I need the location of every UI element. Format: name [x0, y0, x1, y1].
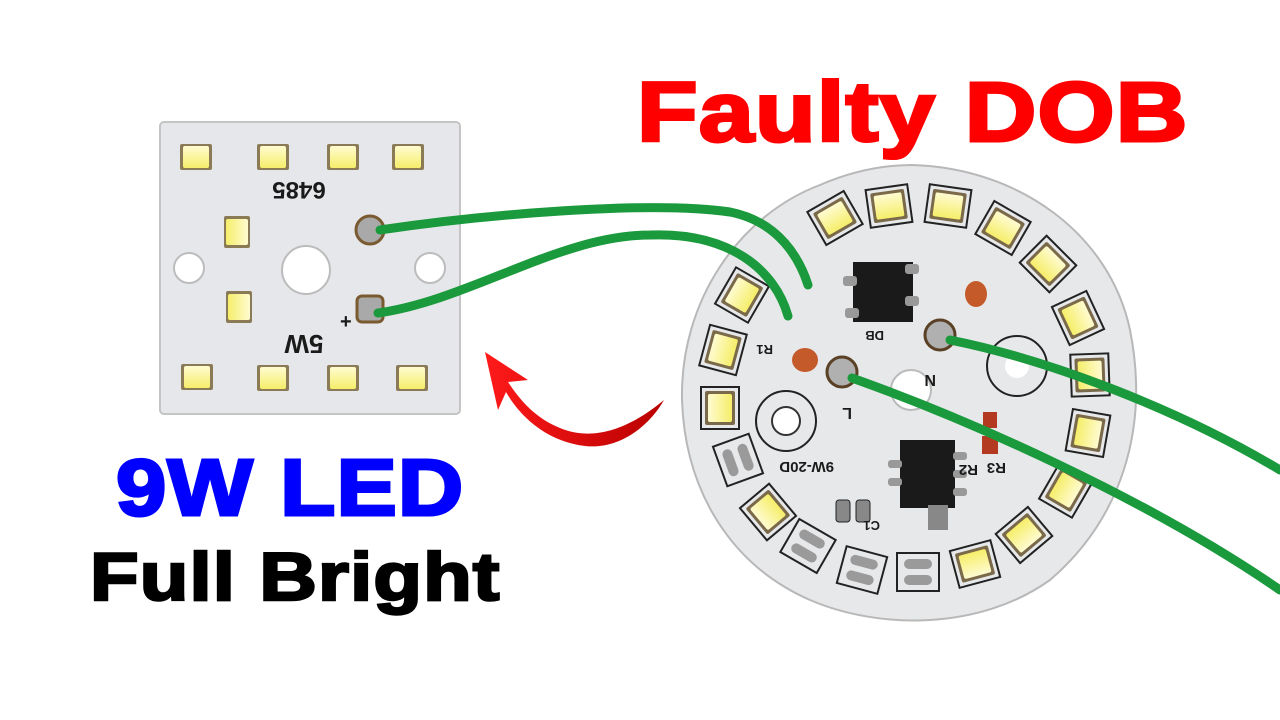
svg-text:N: N — [924, 371, 936, 388]
svg-text:C1: C1 — [863, 518, 880, 533]
square-led-pcb: 6485 5W + — [159, 121, 461, 415]
mount-hole — [281, 245, 331, 295]
svg-text:L: L — [842, 404, 852, 421]
svg-text:R2: R2 — [959, 461, 978, 478]
svg-text:R1: R1 — [756, 342, 773, 357]
headline-faulty-dob: Faulty DOB — [635, 65, 1189, 159]
headline-full-bright: Full Bright — [89, 539, 501, 615]
pcb-label-top: 6485 — [272, 176, 325, 203]
svg-text:DB: DB — [865, 328, 884, 343]
round-dob-pcb: R1 DB N L 9W-20D R2 R3 C1 — [680, 163, 1138, 622]
svg-text:9W-20D: 9W-20D — [779, 458, 834, 475]
wire-l — [847, 373, 1280, 595]
polarity-plus: + — [340, 311, 352, 333]
svg-text:R3: R3 — [987, 459, 1006, 476]
green-wires — [373, 203, 1280, 595]
curved-arrow-icon — [485, 352, 664, 447]
wire-top — [375, 203, 813, 290]
n-terminal — [923, 318, 957, 352]
headline-9w-led: 9W LED — [114, 443, 465, 532]
driver-ic — [888, 440, 967, 530]
pcb-label-bottom: 5W — [284, 329, 323, 359]
wire-bottom — [373, 230, 793, 321]
bridge-rectifier-ic — [843, 262, 919, 322]
wire-n — [945, 335, 1280, 475]
